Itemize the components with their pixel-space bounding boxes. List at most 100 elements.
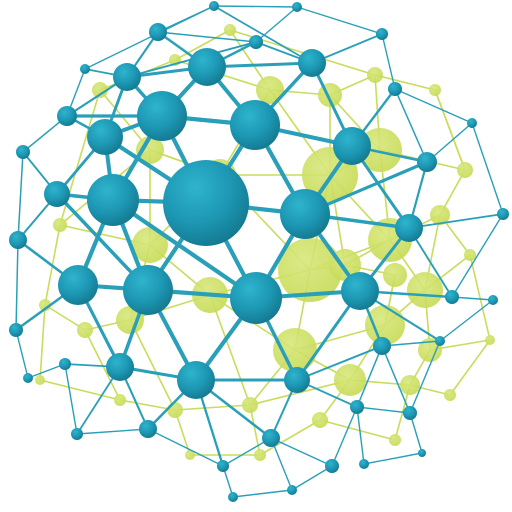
blue-node xyxy=(80,64,90,74)
blue-edge xyxy=(232,489,293,498)
green-node xyxy=(365,305,405,345)
green-edge xyxy=(319,419,396,441)
blue-edge xyxy=(222,437,272,467)
blue-edge xyxy=(356,406,411,414)
blue-node xyxy=(359,459,369,469)
green-node xyxy=(254,449,266,461)
green-edge xyxy=(449,339,491,396)
blue-edge xyxy=(409,340,441,414)
green-node xyxy=(464,249,476,261)
blue-node xyxy=(188,48,226,86)
green-edge xyxy=(434,89,466,171)
blue-node xyxy=(497,208,509,220)
blue-node xyxy=(292,2,302,12)
blue-node xyxy=(177,361,215,399)
blue-node xyxy=(373,337,391,355)
green-node xyxy=(457,162,473,178)
blue-node xyxy=(9,323,23,337)
green-node xyxy=(389,434,401,446)
blue-edge xyxy=(394,88,473,124)
blue-node xyxy=(123,265,173,315)
blue-node xyxy=(395,214,423,242)
green-node xyxy=(444,389,456,401)
blue-edge xyxy=(408,213,504,229)
blue-edge xyxy=(76,428,149,435)
blue-edge xyxy=(363,452,423,465)
blue-node xyxy=(9,231,27,249)
blue-edge xyxy=(213,5,298,8)
green-edge xyxy=(84,329,121,401)
blue-edge xyxy=(27,363,66,379)
blue-edge xyxy=(64,363,78,435)
blue-edge xyxy=(15,239,19,331)
green-edge xyxy=(249,404,261,456)
blue-node xyxy=(435,336,445,346)
blue-node xyxy=(113,63,141,91)
green-edge xyxy=(259,419,321,456)
green-node xyxy=(367,67,383,83)
blue-node xyxy=(325,459,339,473)
blue-node xyxy=(333,127,371,165)
green-edge xyxy=(39,304,46,381)
blue-edge xyxy=(296,345,383,381)
blue-node xyxy=(376,28,388,40)
green-edge xyxy=(174,404,251,411)
green-node xyxy=(383,263,407,287)
blue-node xyxy=(488,295,498,305)
green-node xyxy=(53,218,67,232)
blue-node xyxy=(58,265,98,305)
green-edge xyxy=(174,29,231,61)
blue-edge xyxy=(356,406,365,465)
blue-edge xyxy=(381,345,411,414)
blue-node xyxy=(16,145,30,159)
blue-node xyxy=(418,449,426,457)
blue-node xyxy=(139,420,157,438)
green-edge xyxy=(119,399,176,411)
green-edge xyxy=(129,319,176,411)
blue-node xyxy=(57,106,77,126)
blue-node-layer xyxy=(9,1,509,502)
green-node xyxy=(485,335,495,345)
blue-edge xyxy=(213,5,313,64)
blue-node xyxy=(137,91,187,141)
blue-node xyxy=(417,152,437,172)
green-node xyxy=(407,272,443,308)
blue-node xyxy=(149,23,167,41)
blue-node xyxy=(163,160,249,246)
blue-edge xyxy=(84,5,215,70)
blue-node xyxy=(249,35,263,49)
green-node xyxy=(429,84,441,96)
blue-node xyxy=(230,100,280,150)
blue-node xyxy=(284,367,310,393)
blue-node xyxy=(217,460,229,472)
blue-edge xyxy=(381,340,441,347)
blue-edge xyxy=(356,345,383,408)
blue-edge xyxy=(17,151,24,241)
blue-edge xyxy=(157,31,257,43)
blue-node xyxy=(445,290,459,304)
green-node xyxy=(278,238,342,302)
blue-node xyxy=(230,272,282,324)
blue-node xyxy=(350,400,364,414)
blue-node xyxy=(23,373,33,383)
blue-node xyxy=(287,485,297,495)
blue-node xyxy=(87,174,139,226)
green-edge xyxy=(209,294,251,406)
green-node xyxy=(400,375,420,395)
blue-node xyxy=(262,429,280,447)
blue-node xyxy=(280,189,330,239)
blue-edge xyxy=(439,299,494,342)
green-node xyxy=(334,364,366,396)
green-node xyxy=(116,306,144,334)
blue-node xyxy=(403,406,417,420)
blue-node xyxy=(71,428,83,440)
blue-node xyxy=(388,82,402,96)
green-node xyxy=(256,76,284,104)
blue-edge xyxy=(451,213,504,298)
green-node xyxy=(273,328,317,372)
blue-edge xyxy=(270,437,293,491)
blue-edge xyxy=(147,428,224,467)
green-edge xyxy=(469,254,491,341)
blue-node xyxy=(87,119,123,155)
